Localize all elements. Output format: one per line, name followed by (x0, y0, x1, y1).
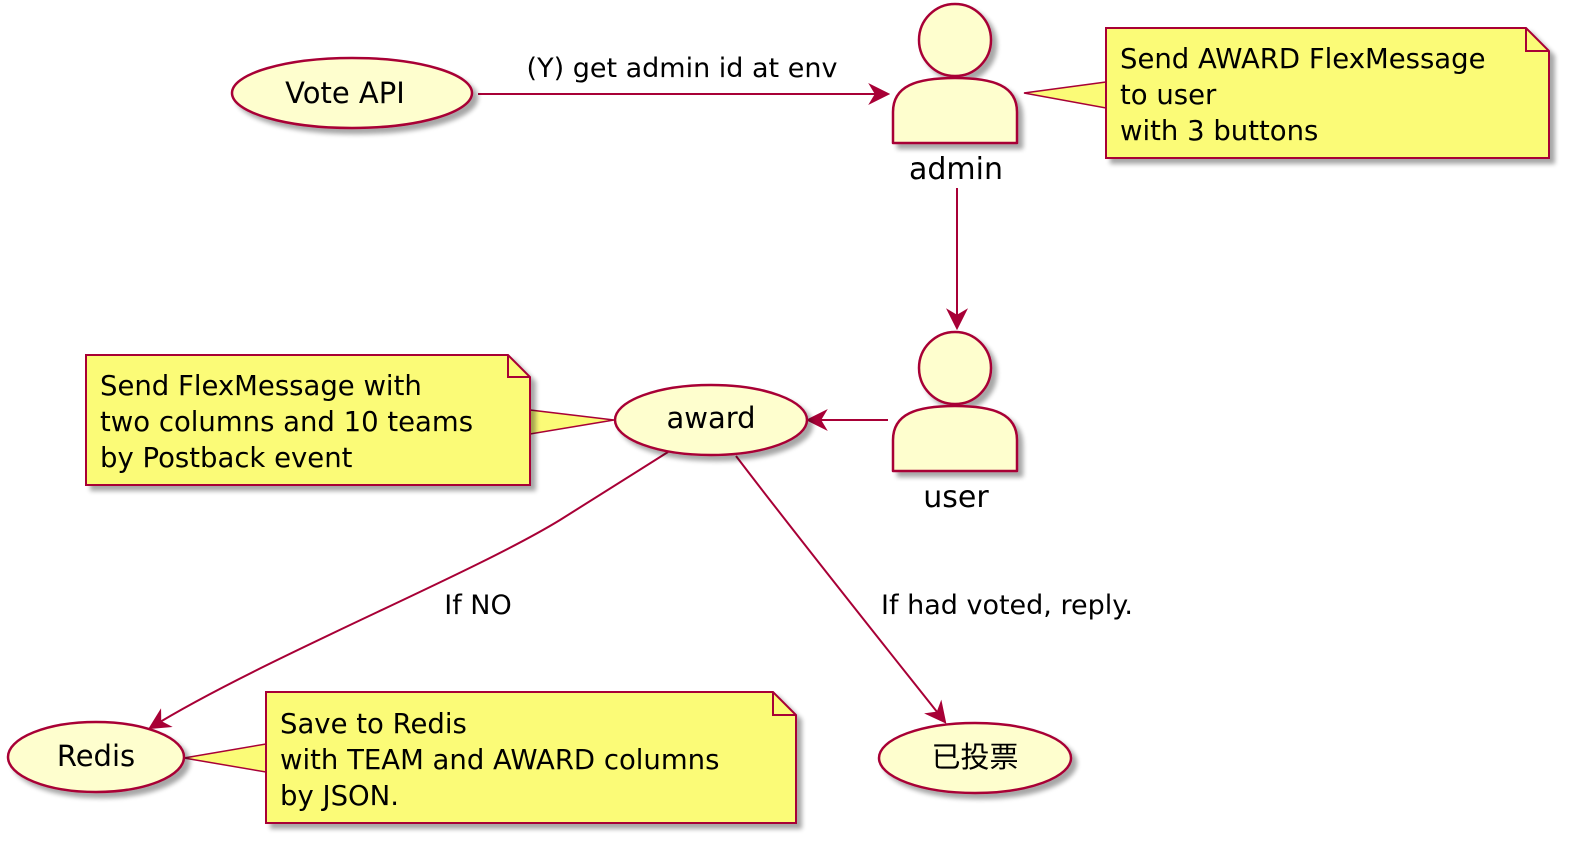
edge-award-to-voted (735, 455, 947, 724)
actor-admin-head (917, 2, 993, 78)
note-award: Send FlexMessage with two columns and 10… (85, 354, 531, 486)
usecase-voted-label: 已投票 (931, 740, 1018, 774)
edge-award-to-redis (148, 451, 669, 730)
note-redis-line-2: with TEAM and AWARD columns (280, 744, 719, 776)
actor-user (891, 330, 1019, 473)
usecase-award-label: award (666, 401, 755, 435)
edge-label-award-to-voted: If had voted, reply. (881, 590, 1133, 621)
usecase-vote-api: Vote API (230, 56, 474, 130)
note-admin: Send AWARD FlexMessage to user with 3 bu… (1105, 27, 1550, 159)
actor-admin-body (891, 76, 1019, 145)
actor-user-head (917, 330, 993, 406)
actor-admin-label: admin (909, 152, 1003, 187)
note-admin-line-1: Send AWARD FlexMessage (1120, 43, 1486, 75)
note-admin-line-3: with 3 buttons (1120, 115, 1318, 147)
usecase-redis-label: Redis (57, 739, 135, 773)
usecase-award: award (613, 383, 809, 457)
note-award-line-3: by Postback event (100, 442, 353, 474)
note-award-line-2: two columns and 10 teams (100, 406, 473, 438)
edge-label-vote-to-admin: (Y) get admin id at env (527, 53, 838, 84)
edge-label-award-to-redis: If NO (444, 590, 512, 621)
usecase-voted: 已投票 (877, 721, 1073, 795)
note-connector-award (529, 409, 615, 435)
note-award-line-1: Send FlexMessage with (100, 370, 422, 402)
note-redis-line-3: by JSON. (280, 780, 399, 812)
actor-user-body (891, 404, 1019, 473)
note-redis: Save to Redis with TEAM and AWARD column… (265, 691, 797, 824)
note-connector-redis (183, 743, 267, 773)
usecase-redis: Redis (6, 720, 186, 794)
note-redis-line-1: Save to Redis (280, 708, 467, 740)
usecase-vote-api-label: Vote API (285, 76, 405, 110)
note-connector-admin (1023, 81, 1107, 109)
note-admin-line-2: to user (1120, 79, 1217, 111)
actor-admin (891, 2, 1019, 145)
actor-user-label: user (923, 480, 989, 515)
edges (148, 81, 1107, 773)
